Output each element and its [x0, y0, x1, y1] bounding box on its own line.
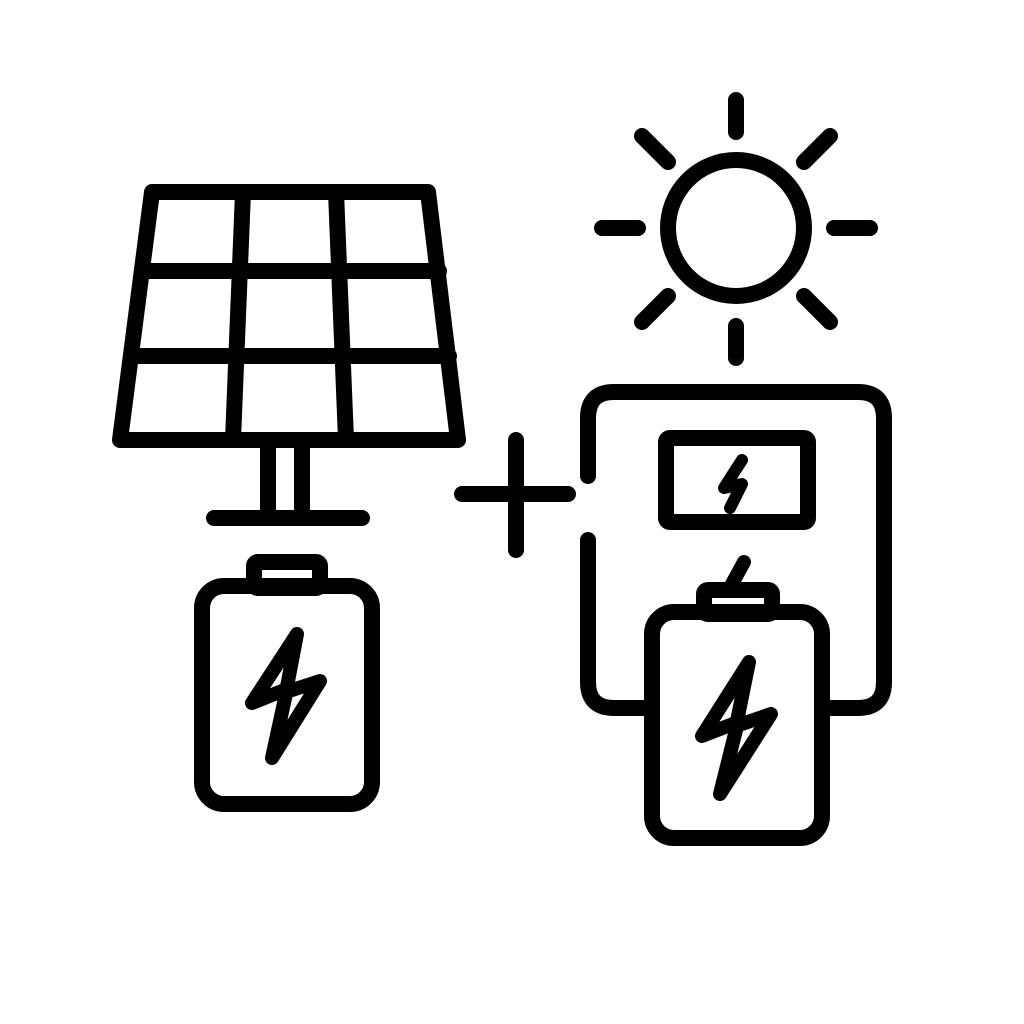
lightning-bolt-icon [695, 655, 778, 801]
sun-icon [594, 92, 878, 366]
battery-icon [644, 582, 830, 846]
plus-icon [454, 432, 576, 558]
lightning-bolt-icon [245, 627, 327, 765]
solar-panel-icon [112, 184, 466, 526]
lightning-bolt-icon [725, 555, 751, 591]
battery-icon [194, 554, 380, 812]
inverter-icon [580, 384, 892, 716]
lightning-bolt-icon [718, 454, 748, 514]
